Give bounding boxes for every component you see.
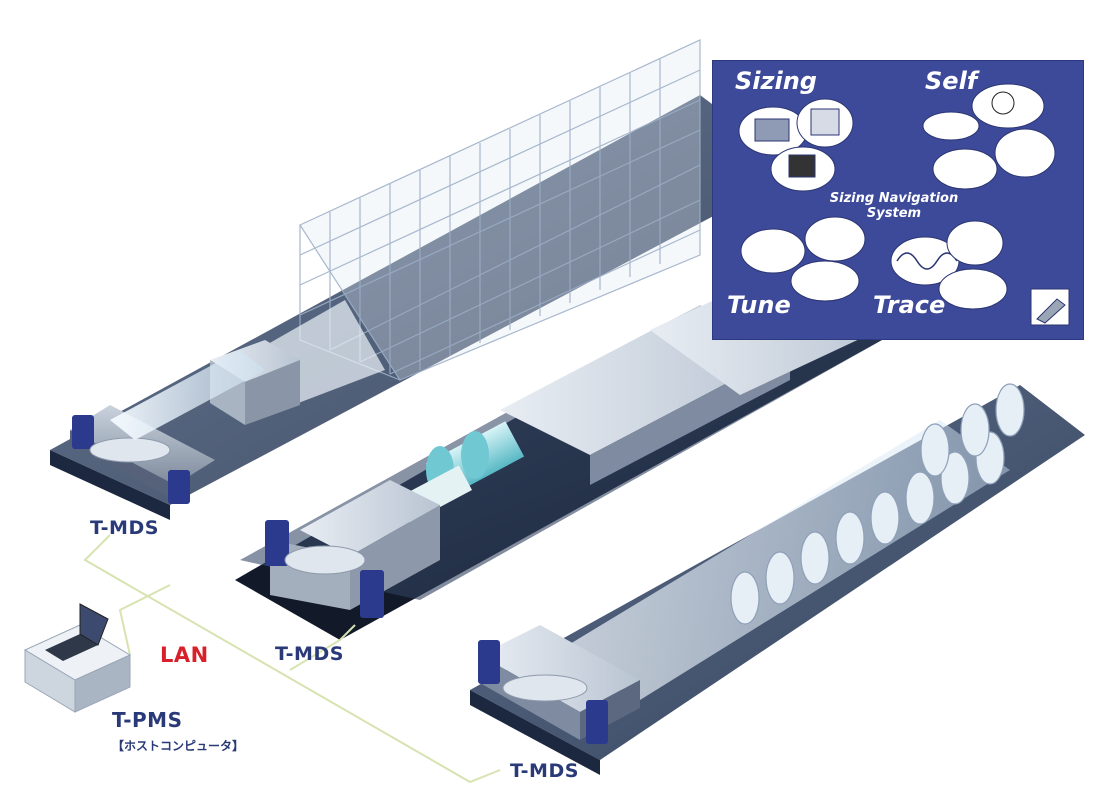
diagnosis-icon: [994, 128, 1056, 178]
settings-screen-icon: [804, 216, 866, 262]
tmds-middle-label: T-MDS: [275, 643, 344, 665]
warping-line: [470, 383, 1085, 775]
host-computer-note: 【ホストコンピュータ】: [112, 739, 245, 753]
trace-heading: Trace: [873, 291, 946, 319]
self-heading: Self: [925, 67, 978, 95]
tpms-label: T-PMS: [112, 708, 183, 732]
title-line-2: System: [866, 206, 922, 221]
operator-icon: [740, 228, 806, 274]
sizing-heading: Sizing: [735, 67, 817, 95]
flowchart-icon: [932, 148, 998, 190]
tmds-left-label: T-MDS: [90, 517, 159, 539]
beam-machine-left: [70, 350, 265, 504]
document-machine-icon: [938, 268, 1008, 310]
sizing-navigation-panel: Sizing Self Tune Trace Sizing Navigation…: [712, 60, 1084, 340]
title-line-1: Sizing Navigation: [829, 191, 959, 206]
creel-platform: [50, 39, 800, 520]
lan-label: LAN: [160, 643, 209, 667]
sizing-machine: [235, 260, 900, 640]
machine-view-icon: [922, 111, 980, 141]
tmds-bottom-label: T-MDS: [510, 760, 579, 782]
spool-row: [730, 383, 1025, 625]
navigation-system-title: Sizing Navigation System: [809, 191, 979, 221]
lan-network-lines: [83, 534, 501, 784]
navigation-icons: [738, 83, 1070, 326]
report-icon: [946, 220, 1004, 266]
id-card-icon: [790, 260, 860, 302]
tpms-workstation: [23, 603, 132, 713]
tune-heading: Tune: [727, 291, 791, 319]
